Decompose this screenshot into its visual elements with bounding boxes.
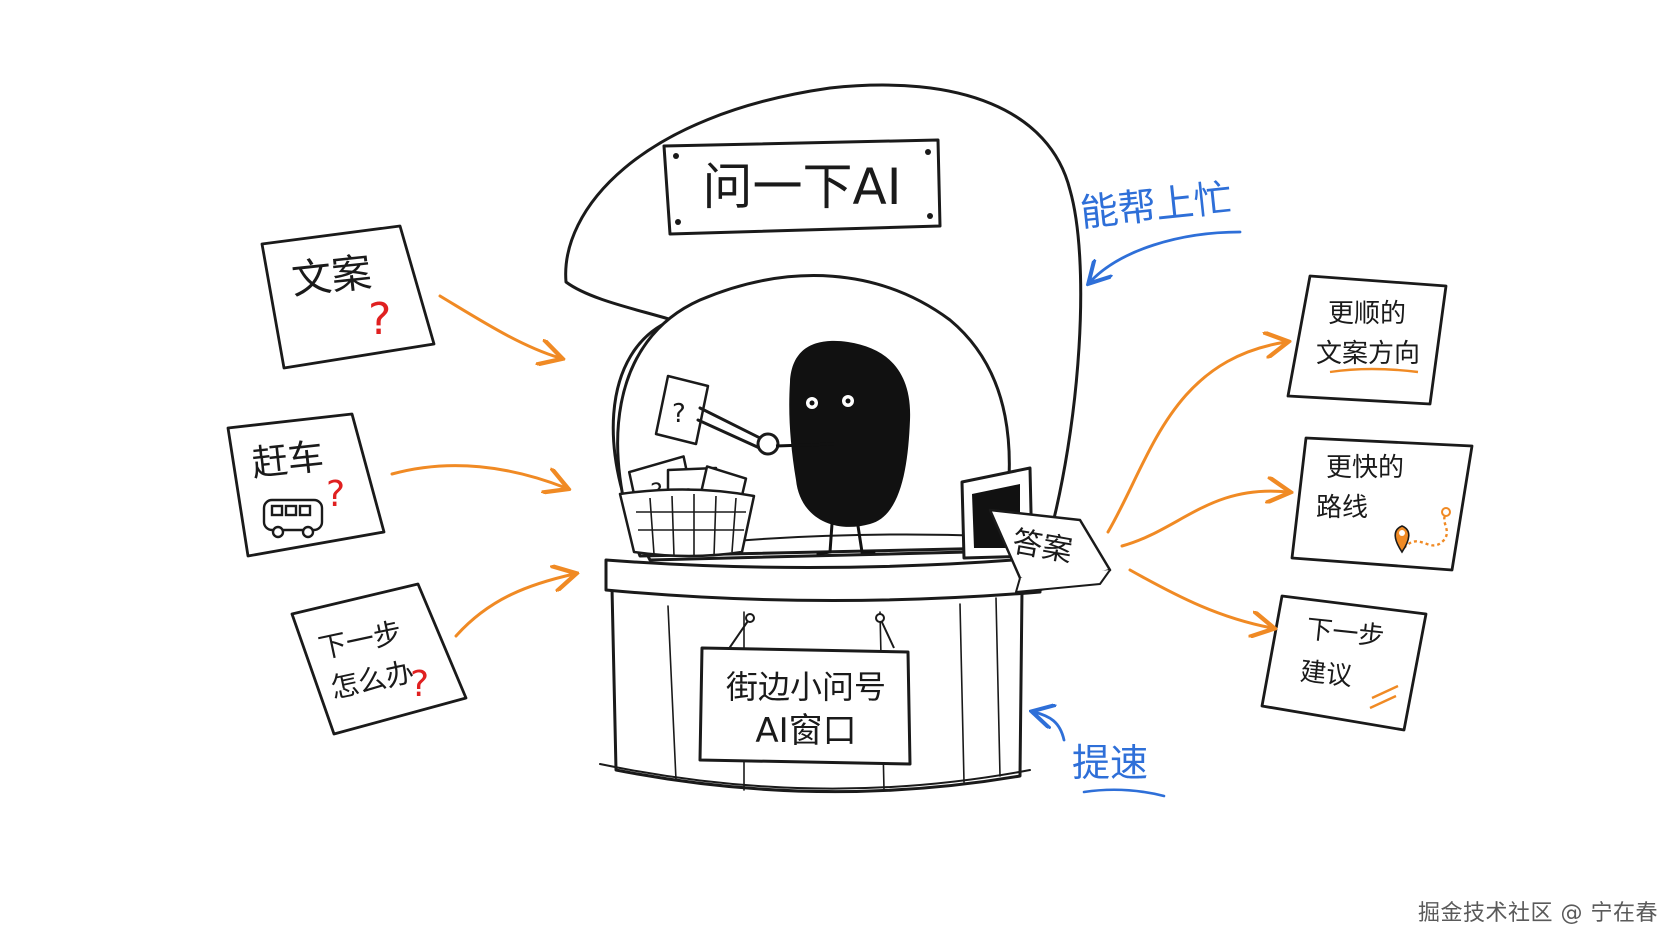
arrow-note-speedup: [1034, 712, 1066, 742]
note-helps-text: 能帮上忙: [1078, 176, 1234, 236]
output-card-1-line1: 更顺的: [1328, 299, 1406, 329]
blob-character: [775, 340, 911, 556]
top-sign-text: 问一下AI: [703, 158, 902, 216]
route-pin-icon: [1394, 507, 1451, 554]
input-card-1-label: 文案: [289, 250, 373, 304]
input-card-1: 文案 ?: [260, 224, 436, 370]
arrow-input-2: [390, 464, 566, 488]
arrow-input-3: [454, 574, 574, 638]
output-card-1-line2: 文案方向: [1316, 339, 1420, 369]
output-card-3-line2: 建议: [1299, 657, 1354, 692]
output-card-2: 更快的 路线: [1290, 436, 1474, 572]
watermark: 掘金技术社区 @ 宁在春: [1418, 901, 1658, 926]
arrow-output-1: [1106, 342, 1286, 534]
note-helps: 能帮上忙: [1078, 176, 1242, 282]
bus-icon: [262, 498, 324, 539]
input-card-2: 赶车 ?: [226, 412, 386, 558]
bottom-sign-line1: 街边小问号: [726, 668, 886, 706]
arrow-note-helps: [1090, 230, 1242, 282]
output-card-1: 更顺的 文案方向: [1286, 274, 1448, 406]
bottom-sign-line2: AI窗口: [755, 711, 856, 751]
arrow-output-2: [1120, 491, 1288, 548]
arrow-output-3: [1128, 568, 1272, 628]
note-speedup-text: 提速: [1072, 741, 1148, 785]
arrow-input-1: [438, 294, 560, 358]
bottom-sign: 街边小问号 AI窗口: [698, 613, 912, 766]
input-arrows: [390, 294, 574, 638]
input-card-3: 下一步 怎么办 ?: [290, 582, 468, 736]
held-card-mark: ?: [672, 399, 686, 429]
output-card-2-line2: 路线: [1316, 493, 1368, 523]
output-arrows: [1106, 342, 1288, 628]
note-speedup: 提速: [1034, 712, 1166, 798]
input-card-1-mark: ?: [368, 294, 391, 345]
input-card-3-mark: ?: [410, 664, 429, 705]
booth-counter: [604, 556, 1042, 603]
held-question-card: ?: [654, 374, 780, 456]
question-basket: ? ? ?: [618, 455, 756, 558]
output-card-2-line1: 更快的: [1326, 453, 1404, 483]
input-card-2-mark: ?: [326, 474, 345, 515]
input-card-2-label: 赶车: [250, 437, 326, 485]
top-sign: 问一下AI: [662, 138, 942, 236]
answer-slot: 答案: [960, 466, 1112, 593]
output-card-3: 下一步 建议: [1260, 594, 1428, 732]
